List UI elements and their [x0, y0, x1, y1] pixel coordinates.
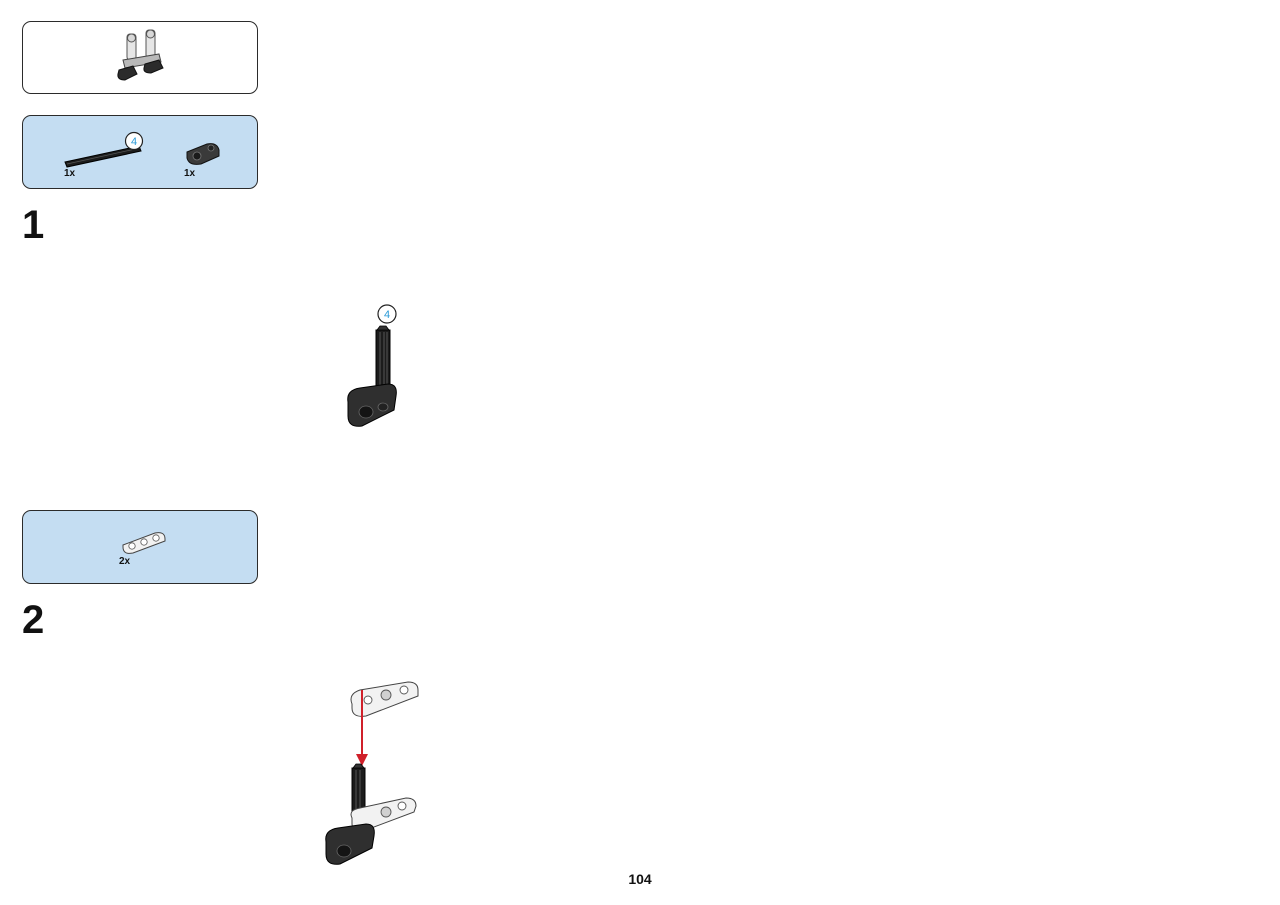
beam-quantity: 2x	[119, 556, 131, 567]
insert-arrow	[356, 690, 368, 766]
parts-list-step-2: 2x	[22, 510, 258, 584]
axle-part-image	[64, 145, 142, 168]
submodel-image	[117, 29, 164, 81]
top-beam	[350, 681, 419, 717]
page-number: 104	[628, 871, 652, 887]
svg-text:4: 4	[131, 136, 137, 148]
step-number-1: 1	[22, 203, 45, 247]
svg-text:4: 4	[384, 309, 390, 321]
step-2-assembly	[325, 681, 419, 865]
axle-quantity: 1x	[64, 168, 76, 179]
beam-part-image	[122, 532, 166, 554]
axle-length-badge: 4	[124, 131, 144, 151]
step-number-2: 2	[22, 598, 45, 642]
step-1-assembly: 4	[347, 304, 397, 427]
axle-pin-connector-image	[186, 143, 220, 165]
connector-quantity: 1x	[184, 168, 196, 179]
submodel-preview-box	[22, 21, 258, 94]
assembly-length-badge: 4	[377, 304, 397, 324]
parts-list-step-1: 4 1x 1x	[22, 115, 258, 189]
